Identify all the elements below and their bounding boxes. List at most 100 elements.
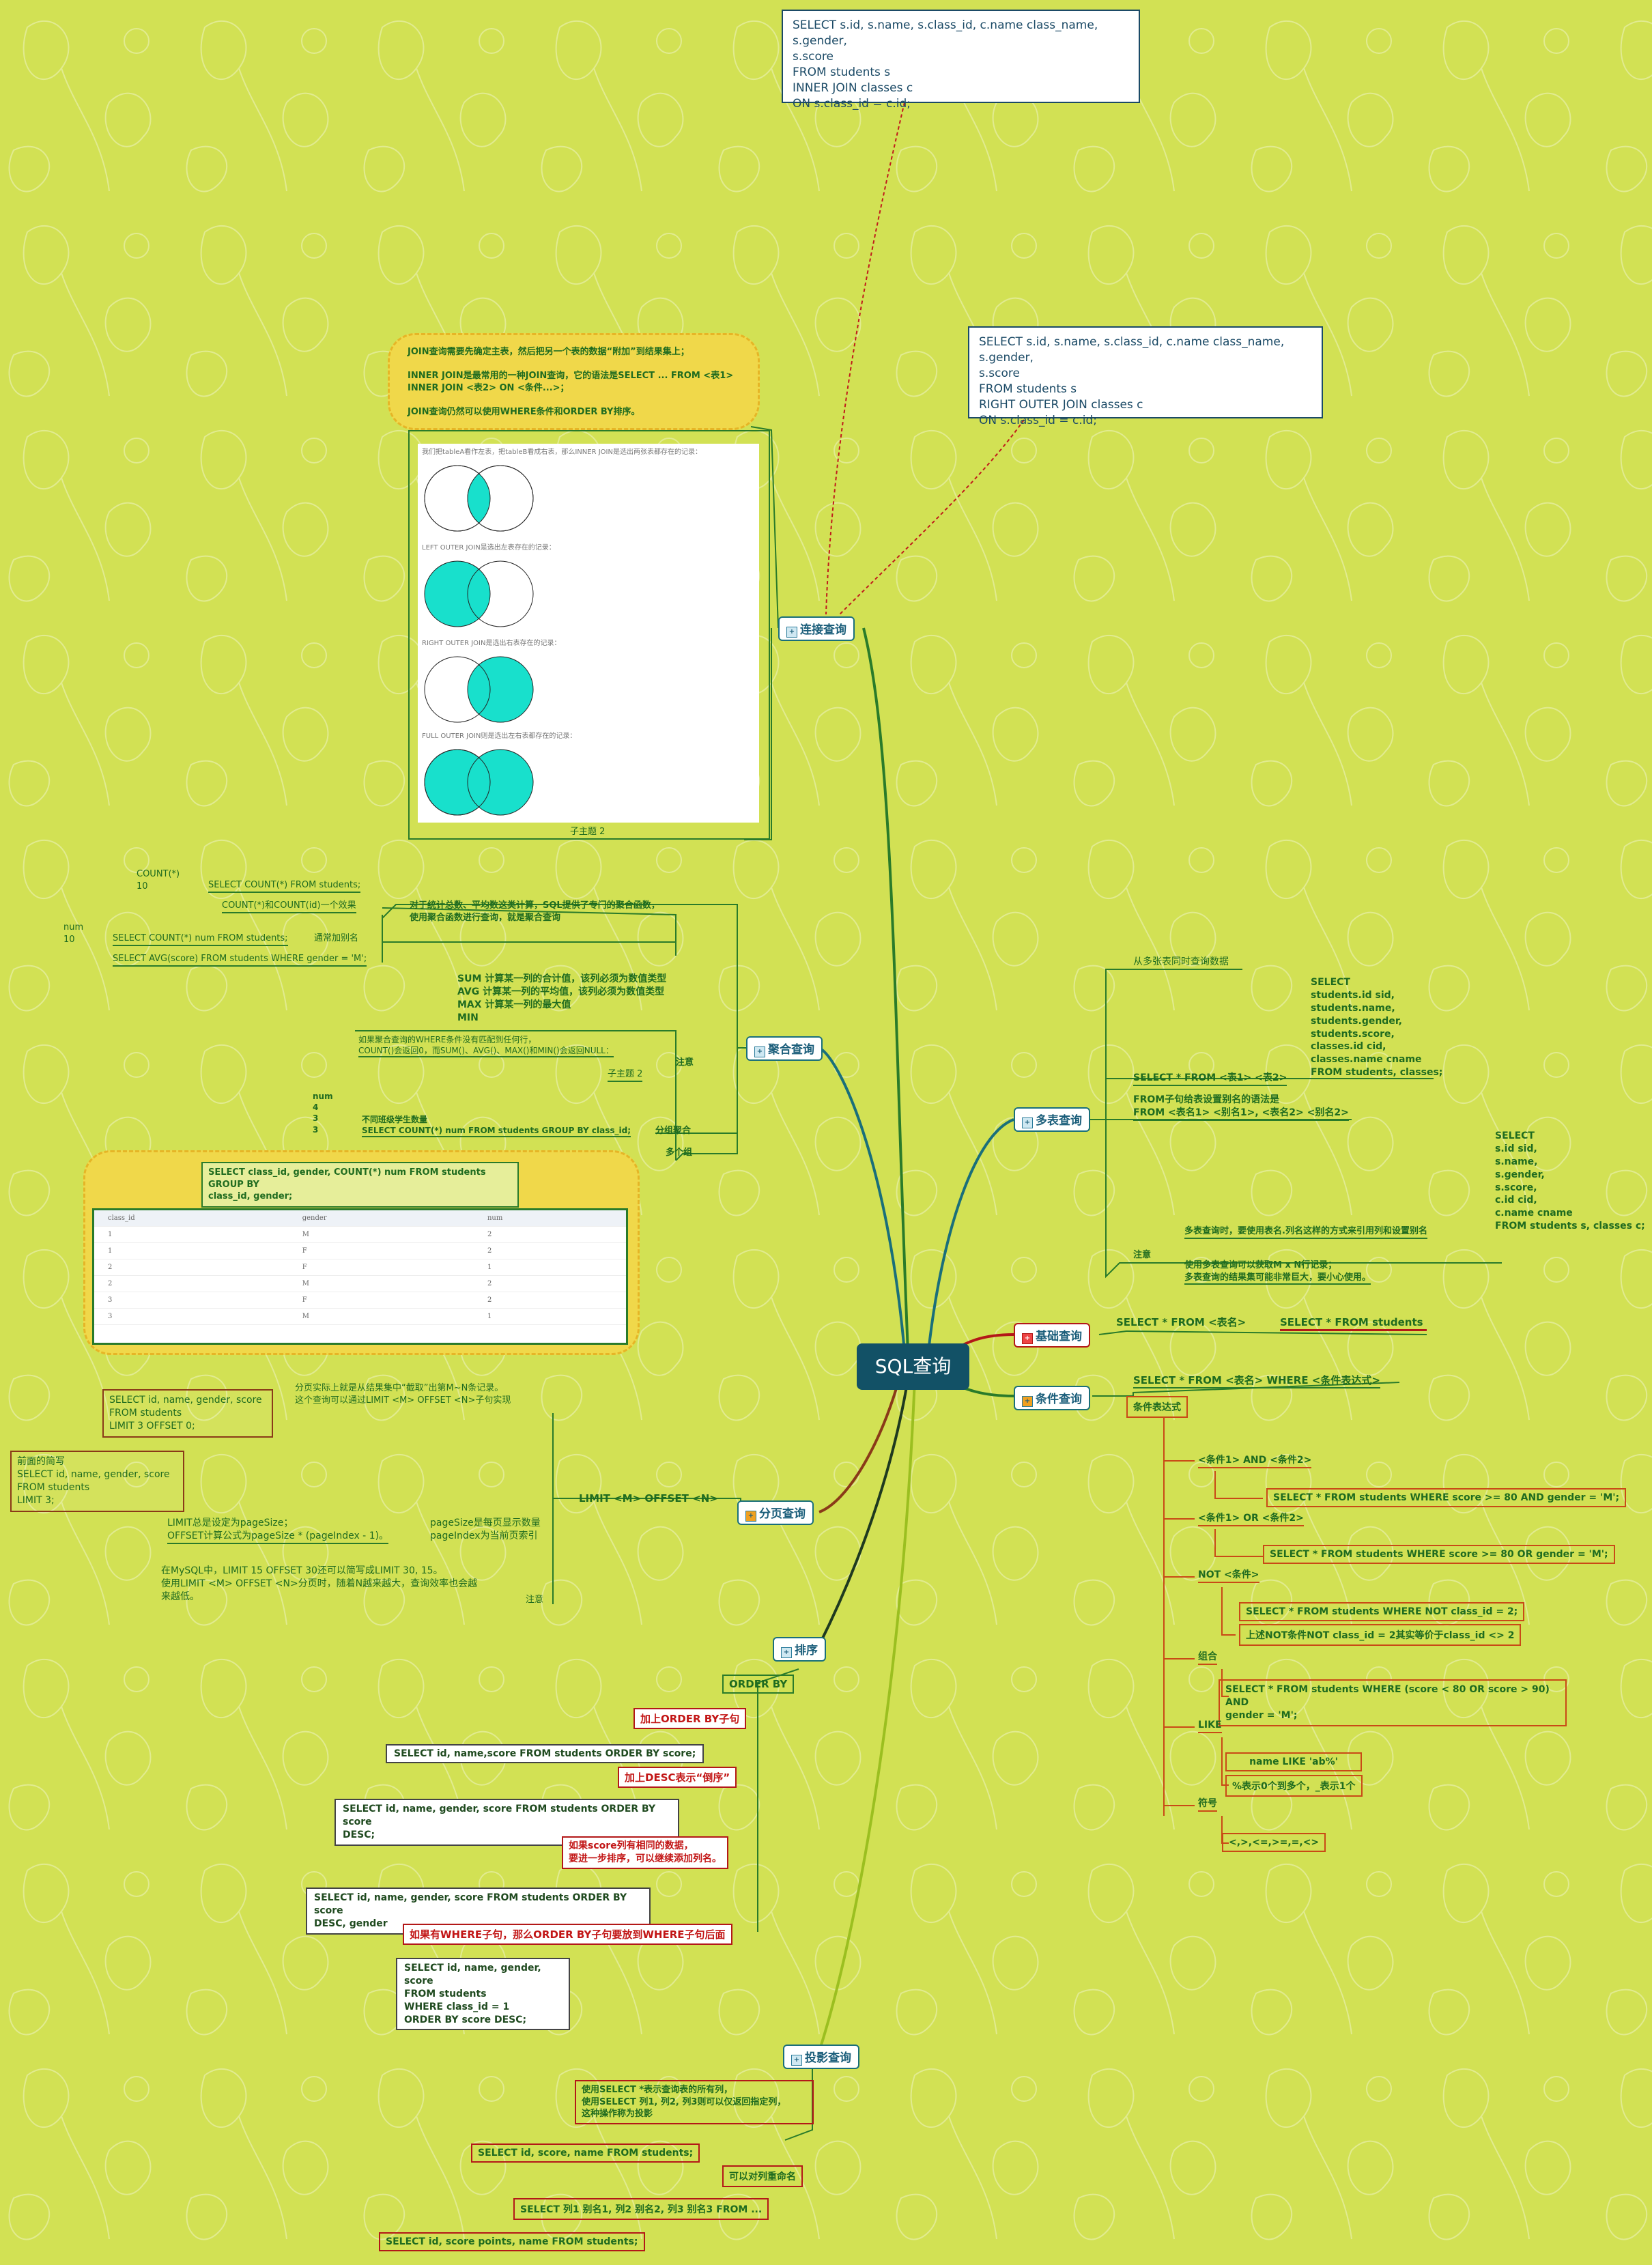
cond-or-example: SELECT * FROM students WHERE score >= 80… (1263, 1545, 1615, 1564)
join-note-text: JOIN查询需要先确定主表，然后把另一个表的数据“附加”到结果集上； INNER… (408, 347, 734, 417)
alias-note: 通常加别名 (314, 933, 359, 943)
topic-marker-icon: + (754, 1046, 765, 1057)
venn-right-diagram (424, 656, 534, 723)
sort-code-1: SELECT id, name,score FROM students ORDE… (386, 1744, 704, 1763)
topic-condition-label: 条件查询 (1036, 1393, 1082, 1406)
basic-syntax: SELECT * FROM <表名> (1116, 1316, 1247, 1328)
topic-paging-label: 分页查询 (759, 1507, 806, 1521)
group-result: num 4 3 3 (313, 1092, 333, 1135)
cond-like-example: name LIKE 'ab%' (1225, 1752, 1362, 1771)
page-rule: LIMIT总是设定为pageSize； OFFSET计算公式为pageSize … (167, 1517, 389, 1544)
topic-marker-icon: + (791, 2055, 802, 2066)
col-num: num (473, 1210, 626, 1227)
topic-basic-label: 基础查询 (1036, 1330, 1082, 1343)
sort-code-4: SELECT id, name, gender, score FROM stud… (396, 1958, 570, 2031)
topic-marker-icon: + (781, 1647, 792, 1658)
sort-rule-1: 加上ORDER BY子句 (633, 1708, 747, 1729)
root-topic[interactable]: SQL查询 (857, 1343, 969, 1390)
proj-code-3: SELECT id, score points, name FROM stude… (379, 2232, 645, 2251)
cond-and[interactable]: <条件1> AND <条件2> (1198, 1454, 1312, 1468)
cond-combo-example: SELECT * FROM students WHERE (score < 80… (1219, 1679, 1567, 1726)
topic-sort-query[interactable]: +排序 (773, 1637, 826, 1662)
cond-combo[interactable]: 组合 (1198, 1651, 1217, 1665)
topic-condition-query[interactable]: +条件查询 (1014, 1386, 1090, 1410)
cond-or[interactable]: <条件1> OR <条件2> (1198, 1512, 1304, 1526)
multi-alias-example: SELECT s.id sid, s.name, s.gender, s.sco… (1495, 1130, 1645, 1232)
cond-and-example: SELECT * FROM students WHERE score >= 80… (1266, 1488, 1627, 1507)
cond-not-example-1: SELECT * FROM students WHERE NOT class_i… (1239, 1602, 1525, 1621)
venn-caption-full: FULL OUTER JOIN则是选出左右表都存在的记录： (422, 732, 577, 740)
agg-functions: SUM 计算某一列的合计值，该列必须为数值类型 AVG 计算某一列的平均值，该列… (457, 973, 667, 1023)
page-limit: LIMIT <M> OFFSET <N> (579, 1492, 718, 1505)
sort-rule-2: 加上DESC表示“倒序” (618, 1767, 737, 1788)
alias-result: num 10 (63, 922, 84, 945)
join-subtopic[interactable]: 子主题 2 (570, 827, 606, 837)
topic-aggregate-label: 聚合查询 (768, 1043, 814, 1057)
cond-like[interactable]: LIKE (1198, 1719, 1222, 1733)
multi-example: SELECT students.id sid, students.name, s… (1311, 977, 1443, 1079)
sort-rule-4: 如果有WHERE子句，那么ORDER BY子句要放到WHERE子句后面 (403, 1924, 732, 1945)
cond-syntax: SELECT * FROM <表名> WHERE <条件表达式> (1133, 1373, 1380, 1389)
count-id-note: COUNT(*)和COUNT(id)一个效果 (222, 900, 356, 913)
sort-code-3: SELECT id, name, gender, score FROM stud… (306, 1887, 651, 1935)
join-note-cloud: JOIN查询需要先确定主表，然后把另一个表的数据“附加”到结果集上； INNER… (388, 333, 760, 430)
venn-caption-right: RIGHT OUTER JOIN是选出右表存在的记录： (422, 640, 561, 647)
group-query: 不同班级学生数量 SELECT COUNT(*) num FROM studen… (362, 1114, 631, 1138)
col-class-id: class_id (94, 1210, 289, 1227)
col-gender: gender (288, 1210, 474, 1227)
topic-marker-icon: + (786, 627, 797, 638)
agg-null-note: 如果聚合查询的WHERE条件没有匹配到任何行， COUNT()会返回0，而SUM… (358, 1034, 614, 1058)
multi-note-1: 多表查询时，要使用表名.列名这样的方式来引用列和设置别名 (1184, 1225, 1427, 1239)
topic-sort-label: 排序 (795, 1644, 818, 1657)
multi-group-label[interactable]: 多个组 (666, 1148, 693, 1158)
topic-aggregate-query[interactable]: +聚合查询 (746, 1036, 823, 1061)
multi-group-query: SELECT class_id, gender, COUNT(*) num FR… (201, 1162, 519, 1208)
topic-marker-icon: + (1022, 1333, 1033, 1344)
topic-join-query[interactable]: +连接查询 (778, 616, 855, 641)
topic-paging-query[interactable]: +分页查询 (737, 1500, 814, 1525)
page-example-2: 前面的简写 SELECT id, name, gender, score FRO… (10, 1451, 184, 1512)
cond-symbol[interactable]: 符号 (1198, 1797, 1217, 1812)
cond-not-example-2: 上述NOT条件NOT class_id = 2其实等价于class_id <> … (1239, 1624, 1522, 1646)
group-label[interactable]: 分组聚合 (655, 1126, 692, 1136)
proj-alias[interactable]: 可以对列重命名 (722, 2165, 803, 2187)
sort-order-by[interactable]: ORDER BY (722, 1675, 795, 1694)
topic-marker-icon: + (745, 1511, 756, 1522)
page-note: 在MySQL中，LIMIT 15 OFFSET 30还可以简写成LIMIT 30… (161, 1565, 478, 1602)
proj-desc: 使用SELECT *表示查询表的所有列， 使用SELECT 列1, 列2, 列3… (575, 2080, 814, 2124)
venn-caption-left: LEFT OUTER JOIN是选出左表存在的记录： (422, 544, 556, 552)
multi-desc: 从多张表同时查询数据 (1133, 956, 1229, 970)
topic-multi-table-query[interactable]: +多表查询 (1014, 1107, 1090, 1132)
proj-code-1: SELECT id, score, name FROM students; (471, 2143, 700, 2163)
topic-basic-query[interactable]: +基础查询 (1014, 1323, 1090, 1348)
multi-syntax: SELECT * FROM <表1> <表2> (1133, 1072, 1287, 1086)
multi-note-label[interactable]: 注意 (1133, 1250, 1152, 1260)
topic-marker-icon: + (1022, 1117, 1033, 1128)
agg-note-label[interactable]: 注意 (676, 1057, 694, 1068)
page-rule-note: pageSize是每页显示数量 pageIndex为当前页索引 (430, 1518, 541, 1541)
sort-rule-3: 如果score列有相同的数据， 要进一步排序，可以继续添加列名。 (562, 1836, 728, 1869)
cond-not[interactable]: NOT <条件> (1198, 1569, 1259, 1583)
alias-query: SELECT COUNT(*) num FROM students; (113, 932, 288, 946)
count-query: SELECT COUNT(*) FROM students; (208, 879, 361, 893)
topic-projection-query[interactable]: +投影查询 (783, 2045, 859, 2069)
cond-like-note: %表示0个到多个，_表示1个 (1225, 1775, 1363, 1797)
page-example-1: SELECT id, name, gender, score FROM stud… (102, 1389, 273, 1438)
topic-projection-label: 投影查询 (805, 2051, 851, 2065)
inner-join-code-box: SELECT s.id, s.name, s.class_id, c.name … (782, 10, 1140, 111)
venn-left-diagram (424, 560, 534, 627)
venn-full-diagram (424, 749, 534, 816)
proj-code-2: SELECT 列1 别名1, 列2 别名2, 列3 别名3 FROM ... (513, 2198, 769, 2220)
page-note-label[interactable]: 注意 (526, 1595, 544, 1605)
multi-note-2: 使用多表查询可以获取M x N行记录； 多表查询的结果集可能非常巨大，要小心使用… (1184, 1259, 1371, 1285)
agg-subtopic-2[interactable]: 子主题 2 (608, 1068, 643, 1082)
cond-expr[interactable]: 条件表达式 (1126, 1396, 1188, 1418)
